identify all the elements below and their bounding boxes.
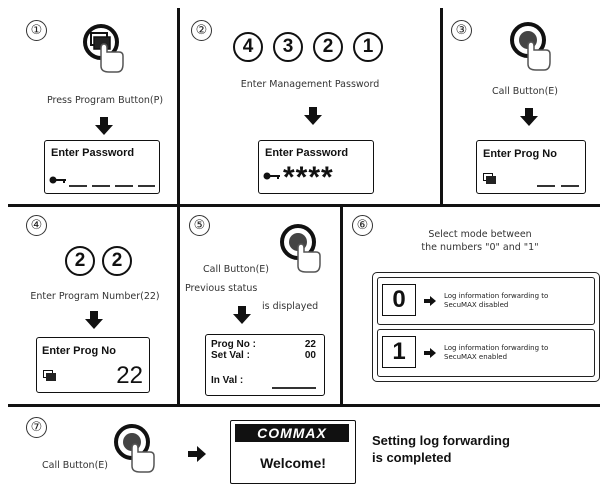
arrow-down-icon bbox=[85, 311, 103, 329]
mode-option-1: 1 Log information forwarding to SecuMAX … bbox=[377, 329, 595, 377]
digit-key: 1 bbox=[353, 32, 383, 62]
prog-no-screen: Enter Prog No bbox=[476, 140, 586, 194]
arrow-right-icon bbox=[188, 446, 206, 462]
result-text-line-2: is completed bbox=[372, 450, 452, 465]
mode-description-2: SecuMAX enabled bbox=[444, 353, 508, 361]
step-7-caption: Call Button(E) bbox=[42, 460, 108, 471]
divider-row-1 bbox=[8, 204, 600, 207]
key-icon bbox=[263, 172, 280, 180]
prog-no-value: 22 bbox=[116, 362, 143, 389]
step-6-caption-line-2: the numbers "0" and "1" bbox=[421, 242, 539, 253]
arrow-right-icon bbox=[424, 348, 436, 358]
prog-no-blanks bbox=[537, 185, 581, 187]
screen-title: Enter Prog No bbox=[42, 345, 116, 357]
commax-logo: COMMAX bbox=[235, 424, 349, 442]
set-val-label: Set Val : bbox=[211, 350, 250, 361]
mode-description: Log information forwarding to bbox=[444, 344, 549, 352]
program-doc-icon bbox=[483, 173, 496, 184]
divider-2 bbox=[440, 8, 443, 205]
previous-status-note: Previous status bbox=[185, 283, 258, 294]
divider-3 bbox=[177, 205, 180, 405]
program-button-icon bbox=[83, 24, 124, 73]
arrow-down-icon bbox=[304, 107, 322, 125]
step-5-caption: Call Button(E) bbox=[203, 264, 269, 275]
call-button-icon bbox=[510, 22, 551, 71]
step-2-caption: Enter Management Password bbox=[240, 79, 380, 90]
digit-key: 2 bbox=[65, 246, 95, 276]
mode-options-panel bbox=[372, 272, 600, 382]
arrow-down-icon bbox=[520, 108, 538, 126]
in-val-blank bbox=[272, 387, 316, 389]
step-4-caption: Enter Program Number(22) bbox=[30, 291, 160, 302]
call-button-icon bbox=[114, 424, 155, 473]
masked-password: **** bbox=[283, 161, 334, 194]
step-5-number: ⑤ bbox=[189, 215, 210, 236]
status-screen: Prog No : 22 Set Val : 00 In Val : bbox=[205, 334, 325, 396]
screen-title: Enter Prog No bbox=[483, 148, 557, 160]
password-screen-filled: Enter Password **** bbox=[258, 140, 374, 194]
arrow-down-icon bbox=[95, 117, 113, 135]
mode-description: Log information forwarding to bbox=[444, 292, 549, 300]
step-3-caption: Call Button(E) bbox=[492, 86, 558, 97]
divider-4 bbox=[340, 205, 343, 405]
screen-title: Enter Password bbox=[51, 147, 135, 159]
step-4-number: ④ bbox=[26, 215, 47, 236]
screen-title: Enter Password bbox=[265, 147, 349, 159]
arrow-right-icon bbox=[424, 296, 436, 306]
program-doc-icon bbox=[43, 370, 56, 381]
key-icon bbox=[49, 176, 66, 184]
divider-1 bbox=[177, 8, 180, 205]
step-6-number: ⑥ bbox=[352, 215, 373, 236]
mode-value: 0 bbox=[382, 284, 416, 316]
step-6-caption-line-1: Select mode between bbox=[428, 229, 532, 240]
step-7-number: ⑦ bbox=[26, 417, 47, 438]
digit-key: 4 bbox=[233, 32, 263, 62]
prog-no-label: Prog No : bbox=[211, 339, 256, 350]
step-2-number: ② bbox=[191, 20, 212, 41]
set-val-value: 00 bbox=[304, 350, 316, 361]
result-text-line-1: Setting log forwarding bbox=[372, 433, 510, 448]
mode-description-2: SecuMAX disabled bbox=[444, 301, 509, 309]
step-3-number: ③ bbox=[451, 20, 472, 41]
digit-key: 2 bbox=[313, 32, 343, 62]
in-val-label: In Val : bbox=[211, 375, 244, 386]
mode-option-0: 0 Log information forwarding to SecuMAX … bbox=[377, 277, 595, 325]
prog-no-screen-filled: Enter Prog No 22 bbox=[36, 337, 150, 393]
prog-no-value: 22 bbox=[304, 339, 316, 350]
password-blanks bbox=[69, 185, 155, 187]
welcome-text: Welcome! bbox=[260, 455, 326, 471]
digit-key: 3 bbox=[273, 32, 303, 62]
welcome-screen: COMMAX Welcome! bbox=[230, 420, 356, 484]
call-button-icon bbox=[280, 224, 321, 273]
password-screen: Enter Password bbox=[44, 140, 160, 194]
previous-status-note-2: is displayed bbox=[262, 301, 319, 312]
mode-value: 1 bbox=[382, 336, 416, 368]
divider-row-2 bbox=[8, 404, 600, 407]
step-1-caption: Press Program Button(P) bbox=[46, 95, 164, 106]
digit-key: 2 bbox=[102, 246, 132, 276]
arrow-down-icon bbox=[233, 306, 251, 324]
step-1-number: ① bbox=[26, 20, 47, 41]
